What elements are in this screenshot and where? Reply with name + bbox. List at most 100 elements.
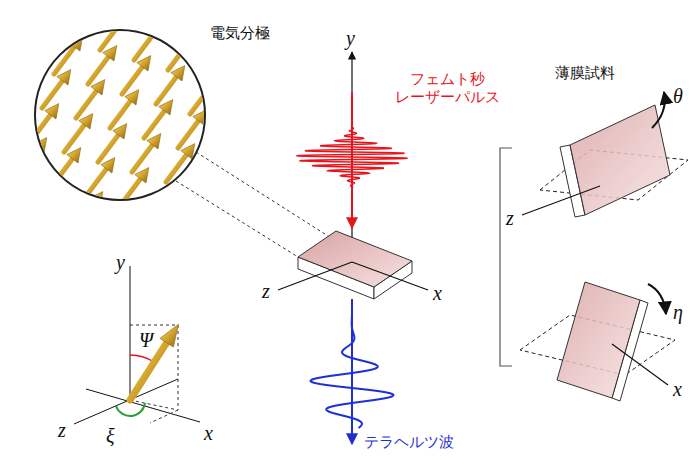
dipole-head [181,144,195,159]
sample-theta [522,92,688,217]
angle-letter: ξ [106,424,115,448]
dipole-shaft [0,0,18,20]
dipole-shaft [6,183,26,210]
dipole-head [249,164,263,179]
dipole-shaft [294,5,314,32]
dipole-head [239,86,253,101]
dipole-head [273,96,287,111]
dipole-shaft [76,91,96,118]
dipole-head [91,80,105,95]
dipole-shaft [202,53,222,80]
dipole-head [159,100,173,115]
dipole-shaft [168,43,188,70]
bracket [500,148,512,366]
dipole-shaft [64,125,84,152]
dipole-head [47,0,61,7]
dipole-head [101,158,115,173]
axis-letter: y [116,250,125,274]
dipole-head [203,188,217,203]
dipole-shaft [98,135,118,162]
dipole-shaft [234,175,254,202]
laser-pulse [296,126,407,188]
dipole-shaft [156,77,176,104]
dipole-head [81,2,95,17]
dipole-shaft [200,165,220,192]
axis-letter: y [346,26,355,50]
dipole-shaft [0,105,16,132]
dipole-head [229,8,243,23]
dipole-head [67,148,81,163]
dipole-shaft [144,111,164,138]
dipole-shaft [258,107,278,134]
dipole-head [251,52,265,67]
dipole-head [145,246,159,261]
polarization-inset [0,0,323,304]
dipole-head [45,104,59,119]
dipole-head [193,110,207,125]
dipole-head [35,26,49,41]
dipole-shaft [66,13,86,40]
dipole-shaft [134,33,154,60]
dipole-shaft [210,243,230,270]
dipole-shaft [224,97,244,124]
dipole-shaft [74,203,94,230]
dipole-head [149,22,163,37]
dipole-head [195,0,209,13]
dipole-shaft [188,199,208,226]
dipole-shaft [30,115,50,142]
dipole-head [43,216,57,231]
dipole-head [77,226,91,241]
dipole-shaft [246,141,266,168]
dipole-head [33,138,47,153]
dipole-shaft [192,0,212,2]
dipole-head [135,168,149,183]
dipole-shaft [32,3,52,30]
dipole-shaft [270,73,290,100]
dipole-shaft [52,159,72,186]
dipole-shaft [180,9,200,36]
slab-axes [278,262,428,290]
dipole-head [115,12,129,27]
dipole-head [137,56,151,71]
angle-letter: Ψ [139,328,153,352]
dipole-shaft [62,237,82,264]
terahertz-wave [311,305,394,428]
dipole-head [55,182,69,197]
dipole-head [261,130,275,145]
dipole-head [179,256,193,271]
dipole-shaft [0,139,4,166]
axis-letter: x [673,377,682,401]
dipole-shaft [18,149,38,176]
dipole-head [79,114,93,129]
dipole-head [1,16,15,31]
dipole-head [297,28,311,43]
dipole-shaft [20,37,40,64]
dipole-shaft [130,343,167,400]
dipole-head [171,66,185,81]
psi-arc [130,355,154,362]
projection-lines [130,325,178,423]
dipole-head [111,236,125,251]
dipole-shaft [166,155,186,182]
sample-label: 薄膜試料 [555,64,615,82]
dipole-shaft [108,213,128,240]
dipole-shaft [0,27,6,54]
dipole-head [191,222,205,237]
dipole-head [183,32,197,47]
dipole-shaft [282,39,302,66]
axis-letter: z [262,279,270,303]
dipole-head [237,198,251,213]
dipole-head [161,0,175,3]
dipole-shaft [130,257,150,284]
dipole-head [227,120,241,135]
dipole-shaft [96,247,116,274]
dipole-shaft [54,47,74,74]
dipole-shaft [146,0,166,26]
dipole-shaft [28,227,48,254]
dipole-head [57,70,71,85]
dipole-head [113,124,127,139]
dipole-shaft [110,101,130,128]
terahertz-label: テラヘルツ波 [364,433,454,451]
